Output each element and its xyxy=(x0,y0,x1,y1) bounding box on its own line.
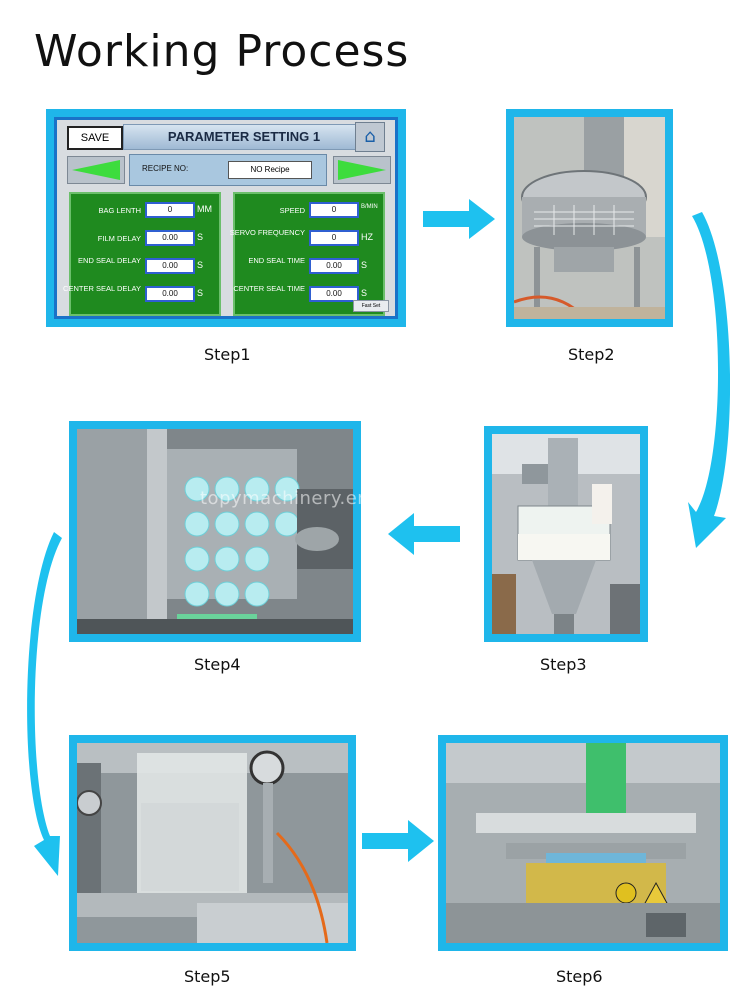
param-label: END SEAL DELAY xyxy=(78,256,141,265)
param-label: FILM DELAY xyxy=(97,234,141,243)
recipe-value[interactable]: NO Recipe xyxy=(228,161,312,179)
param-input[interactable]: 0.00 xyxy=(309,286,359,302)
step1-frame: SAVE PARAMETER SETTING 1 ⌂ RECIPE NO: NO… xyxy=(46,109,406,327)
step2-photo xyxy=(514,117,665,319)
hmi-header: PARAMETER SETTING 1 xyxy=(123,124,365,150)
param-label: CENTER SEAL DELAY xyxy=(63,284,141,293)
param-label: SERVO FREQUENCY xyxy=(229,228,305,237)
param-unit: MM xyxy=(197,204,212,214)
param-input[interactable]: 0.00 xyxy=(145,258,195,274)
step5-photo xyxy=(77,743,348,943)
step2-frame xyxy=(506,109,673,327)
step2-caption: Step2 xyxy=(568,345,615,364)
recipe-label: RECIPE NO: xyxy=(142,164,189,173)
arrow-right-icon xyxy=(338,160,386,180)
param-input[interactable]: 0 xyxy=(145,202,195,218)
arrow-left-icon xyxy=(72,160,120,180)
arrow-right-icon xyxy=(362,820,434,862)
step5-frame xyxy=(69,735,356,951)
step6-frame xyxy=(438,735,728,951)
param-label: BAG LENTH xyxy=(98,206,141,215)
next-recipe-button[interactable] xyxy=(333,156,391,184)
param-unit: HZ xyxy=(361,232,373,242)
hmi-panel: SAVE PARAMETER SETTING 1 ⌂ RECIPE NO: NO… xyxy=(54,117,398,319)
param-unit: B/MIN xyxy=(361,204,378,210)
recipe-bar: RECIPE NO: NO Recipe xyxy=(129,154,327,186)
left-parameter-group: BAG LENTH 0 MM FILM DELAY 0.00 S END SEA… xyxy=(63,192,221,316)
watermark-text: topymachinery.en xyxy=(200,488,370,509)
param-unit: S xyxy=(197,260,204,270)
step3-caption: Step3 xyxy=(540,655,587,674)
param-input[interactable]: 0 xyxy=(309,202,359,218)
param-input[interactable]: 0.00 xyxy=(145,286,195,302)
prev-recipe-button[interactable] xyxy=(67,156,125,184)
right-parameter-group: SPEED 0 B/MIN SERVO FREQUENCY 0 HZ END S… xyxy=(230,192,385,316)
param-label: END SEAL TIME xyxy=(248,256,305,265)
param-label: CENTER SEAL TIME xyxy=(233,284,305,293)
step4-caption: Step4 xyxy=(194,655,241,674)
curved-arrow-icon xyxy=(27,532,62,876)
step3-photo xyxy=(492,434,640,634)
step1-caption: Step1 xyxy=(204,345,251,364)
param-unit: S xyxy=(361,288,368,298)
step5-caption: Step5 xyxy=(184,967,231,986)
step4-photo xyxy=(77,429,353,634)
home-icon[interactable]: ⌂ xyxy=(355,122,385,152)
step3-frame xyxy=(484,426,648,642)
param-label: SPEED xyxy=(279,206,305,215)
curved-arrow-icon xyxy=(688,212,730,548)
arrow-left-icon xyxy=(388,513,460,555)
page-title: Working Process xyxy=(34,26,410,77)
param-unit: S xyxy=(361,260,368,270)
step4-frame xyxy=(69,421,361,642)
param-unit: S xyxy=(197,288,204,298)
param-input[interactable]: 0.00 xyxy=(309,258,359,274)
fast-set-button[interactable]: Fast Set xyxy=(353,300,389,312)
save-button[interactable]: SAVE xyxy=(67,126,123,150)
step6-photo xyxy=(446,743,720,943)
param-unit: S xyxy=(197,232,204,242)
param-input[interactable]: 0.00 xyxy=(145,230,195,246)
step6-caption: Step6 xyxy=(556,967,603,986)
param-input[interactable]: 0 xyxy=(309,230,359,246)
arrow-right-icon xyxy=(423,199,495,239)
